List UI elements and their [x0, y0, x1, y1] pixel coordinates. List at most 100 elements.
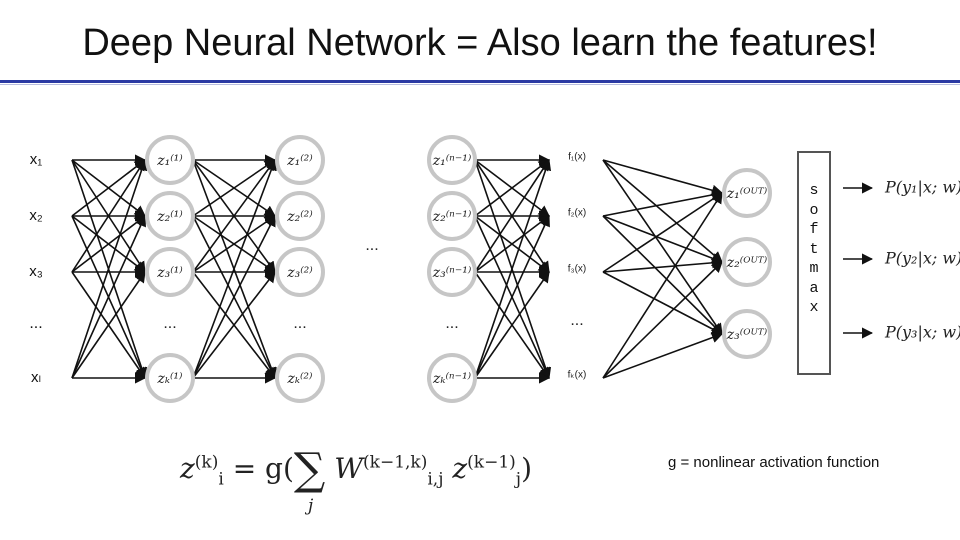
feature-label-3: f₃(x)	[568, 264, 587, 275]
layer2-node-1	[275, 135, 325, 185]
edge-layer1-layer2	[192, 158, 277, 379]
edge-features-output	[602, 257, 724, 273]
feature-label-5: fₖ(x)	[568, 370, 587, 381]
layer1-node-5	[145, 353, 195, 403]
layer2-node-2	[275, 191, 325, 241]
layer2-node-1-label: z₁⁽²⁾	[286, 153, 313, 169]
layer1-node-3-label: z₃⁽¹⁾	[156, 265, 183, 281]
softmax-letter: f	[809, 221, 819, 238]
edge-layern-features	[474, 214, 550, 379]
input-label-x5: xₗ	[31, 369, 41, 386]
formula-sum-index: j	[308, 496, 314, 516]
edge-input-layer1	[71, 158, 148, 379]
edge-features-output	[602, 215, 724, 264]
layern-node-3	[427, 247, 477, 297]
softmax-letter: a	[809, 279, 819, 297]
edge-layer1-layer2	[192, 215, 276, 379]
formula-z-sup: (k−1)	[467, 452, 516, 473]
layern-node-5	[427, 353, 477, 403]
softmax-letter: o	[809, 201, 819, 219]
edge-layer1-layer2	[192, 271, 276, 379]
edge-layern-features	[474, 159, 550, 273]
edge-input-layer1	[71, 159, 146, 217]
edge-layern-features	[474, 158, 552, 379]
layer2-node-2-label: z₂⁽²⁾	[286, 209, 313, 225]
edge-layer1-layer2	[192, 159, 276, 273]
probability-label-1: P(y₁|x; w)	[884, 178, 960, 197]
edge-input-layer1	[71, 215, 146, 273]
layern-node-1	[427, 135, 477, 185]
layer2-node-5-label: zₖ⁽²⁾	[287, 371, 314, 387]
edge-features-output	[602, 159, 723, 335]
softmax-letter: x	[809, 299, 819, 316]
layer1-node-3	[145, 247, 195, 297]
layern-node-2-label: z₂⁽ⁿ⁻¹⁾	[432, 209, 472, 225]
formula-lhs: z	[180, 452, 195, 485]
layer1-node-2-label: z₂⁽¹⁾	[156, 209, 183, 225]
middle-ellipsis: ...	[365, 237, 378, 254]
output-node-1	[722, 168, 772, 218]
title-underline	[0, 80, 960, 83]
formula-lhs-sub: i	[218, 469, 224, 490]
edge-layern-features	[474, 215, 550, 273]
edge-features-output	[602, 192, 723, 379]
update-formula: z(k)i = g(∑ W(k−1,k)i,j z(k−1)j) j	[180, 438, 533, 516]
input-label-x3: x₃	[29, 263, 43, 280]
edge-layer1-layer2	[192, 159, 276, 217]
formula-weight-sup: (k−1,k)	[363, 452, 428, 473]
layer1-node-2	[145, 191, 195, 241]
layer2-node-5	[275, 353, 325, 403]
layer1-node-1	[145, 135, 195, 185]
input-ellipsis: ...	[29, 315, 42, 332]
edge-features-output	[602, 159, 723, 263]
edge-input-layer1	[71, 159, 146, 273]
output-node-1-label: z₁⁽ᴼᵁᵀ⁾	[726, 186, 768, 202]
edge-layer1-layer2	[192, 215, 276, 273]
edge-features-output	[602, 215, 723, 335]
layern-node-3-label: z₃⁽ⁿ⁻¹⁾	[432, 265, 472, 281]
layer2-node-3	[275, 247, 325, 297]
input-label-x1: x₁	[30, 151, 43, 168]
edge-input-layer1	[71, 271, 146, 379]
output-node-2-label: z₂⁽ᴼᵁᵀ⁾	[726, 255, 768, 271]
edge-layern-features	[474, 159, 550, 217]
feature-ellipsis: ...	[570, 312, 583, 329]
softmax-letter: m	[809, 260, 819, 277]
probability-label-2: P(y₂|x; w)	[884, 249, 960, 268]
output-node-2	[722, 237, 772, 287]
output-node-3-label: z₃⁽ᴼᵁᵀ⁾	[726, 327, 768, 343]
edge-features-output	[602, 192, 723, 273]
layern-node-5-label: zₖ⁽ⁿ⁻¹⁾	[432, 371, 472, 387]
layer2-node-3-label: z₃⁽²⁾	[286, 265, 313, 281]
softmax-letter: t	[809, 240, 819, 258]
formula-z: z	[452, 452, 468, 485]
edge-input-layer1	[71, 214, 146, 379]
title-underline-shadow	[0, 84, 960, 85]
layer1-node-1-label: z₁⁽¹⁾	[156, 153, 183, 169]
formula-lhs-sup: (k)	[194, 452, 219, 473]
softmax-letter: s	[809, 182, 819, 199]
edge-features-output	[602, 332, 724, 379]
layern-node-1-label: z₁⁽ⁿ⁻¹⁾	[432, 153, 472, 169]
layer2-ellipsis: ...	[293, 315, 306, 332]
edge-features-output	[602, 189, 724, 217]
formula-weight: W	[334, 452, 364, 485]
formula-sum-symbol: ∑	[293, 444, 326, 495]
edge-features-output	[602, 261, 723, 379]
output-node-3	[722, 309, 772, 359]
formula-close: )	[521, 452, 533, 485]
formula-eq: = g(	[232, 452, 294, 485]
formula-weight-sub: i,j	[427, 469, 444, 490]
slide-title: Deep Neural Network = Also learn the fea…	[82, 22, 878, 64]
layer1-node-5-label: zₖ⁽¹⁾	[157, 371, 184, 387]
layern-ellipsis: ...	[445, 315, 458, 332]
edge-features-output	[602, 271, 723, 335]
activation-caption: g = nonlinear activation function	[668, 454, 880, 471]
feature-label-1: f₁(x)	[568, 152, 586, 163]
probability-label-3: P(y₃|x; w)	[884, 323, 960, 342]
feature-label-2: f₂(x)	[568, 208, 586, 219]
formula-z-sub: j	[515, 469, 522, 490]
input-label-x2: x₂	[29, 207, 43, 224]
